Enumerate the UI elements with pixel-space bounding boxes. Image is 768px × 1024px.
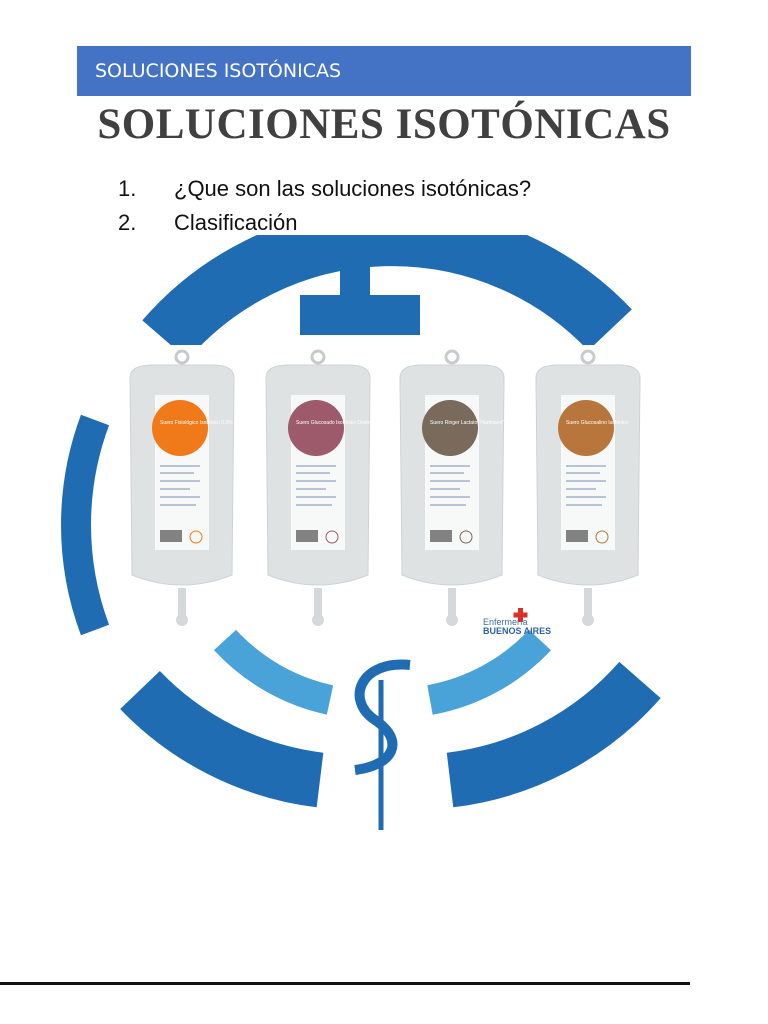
logo-arc-left [61,414,110,636]
bag-label-circle [558,400,614,456]
bag-label: Suero Ringer Lactato "Hartmann" [430,420,504,426]
logo-inner-left [213,629,334,715]
bag-label: Suero Glucosado Isotónico Dextrosa 5% [296,420,387,426]
header-bar: SOLUCIONES ISOTÓNICAS [77,46,691,96]
logo-arc-bottom-left [120,670,324,808]
bag-label-circle [288,400,344,456]
list-item: 1. ¿Que son las soluciones isotónicas? [118,172,531,206]
bag-label-circle [422,400,478,456]
iv-bag: Suero Fisiológico Isotónico 0.9% [124,345,240,626]
topic-list: 1. ¿Que son las soluciones isotónicas? 2… [118,172,531,240]
watermark-line2: BUENOS AIRES [483,626,551,636]
bag-label-circle [152,400,208,456]
page-title: SOLUCIONES ISOTÓNICAS [97,101,671,148]
bag-label: Suero Glucosalino Isotónico [566,420,628,426]
logo-background [61,235,661,808]
bag-label: Suero Fisiológico Isotónico 0.9% [160,420,233,426]
list-item: 2. Clasificación [118,206,531,240]
caduceus-icon [354,659,411,830]
header-label: SOLUCIONES ISOTÓNICAS [95,60,342,82]
logo-arc-top [142,235,632,360]
list-number: 1. [118,176,137,201]
logo-inner-right [426,629,551,715]
watermark-line1: Enfermería [483,617,528,627]
iv-bag: Suero Glucosalino Isotónico [530,345,646,626]
list-text: Clasificación [174,210,298,235]
iv-bags-illustration: Suero Fisiológico Isotónico 0.9% Suero Gl… [61,235,661,830]
logo-arc-bottom-right [446,661,661,808]
iv-bag: Suero Ringer Lactato "Hartmann" [394,345,510,626]
bottom-rule [0,982,690,985]
list-text: ¿Que son las soluciones isotónicas? [174,176,532,201]
list-number: 2. [118,210,137,235]
enfermeria-watermark: Enfermería BUENOS AIRES [483,608,551,636]
iv-bag: Suero Glucosado Isotónico Dextrosa 5% [260,345,387,626]
